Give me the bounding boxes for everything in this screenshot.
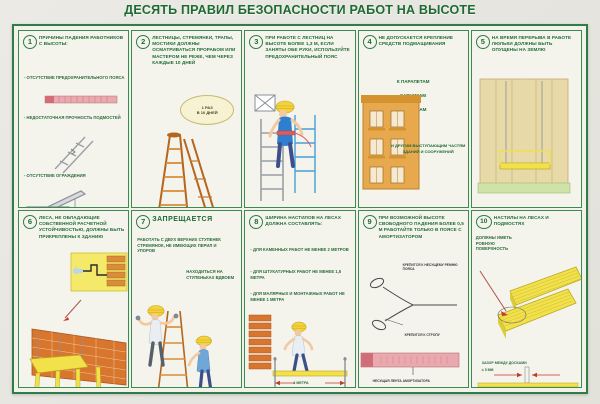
panel-4-footer: И ДРУГИМ ВЫСТУПАЮЩИМ ЧАСТЯМ ЗДАНИЙ И СОО… bbox=[391, 143, 466, 154]
panel-1-bullet-2: - НЕДОСТАТОЧНАЯ ПРОЧНОСТЬ ПОДМОСТЕЙ bbox=[24, 115, 121, 120]
broken-scaffold-icon bbox=[54, 136, 94, 174]
deck-boards-icon bbox=[479, 266, 581, 339]
panel-number-1: 1 bbox=[23, 35, 37, 49]
stepladder-icon bbox=[158, 132, 215, 207]
panel-8-bullet-3: - ДЛЯ МАЛЯРНЫХ И МОНТАЖНЫХ РАБОТ НЕ МЕНЕ… bbox=[250, 291, 345, 302]
panel-number-4: 4 bbox=[362, 35, 377, 49]
panel-7: 7 ЗАПРЕЩАЕТСЯ РАБОТАТЬ С ДВУХ ВЕРХНИХ СТ… bbox=[131, 210, 243, 388]
panel-9: 9 ПРИ ВОЗМОЖНОЙ ВЫСОТЕ СВОБОДНОГО ПАДЕНИ… bbox=[357, 210, 469, 388]
panel-8-bullet-2: - ДЛЯ ШТУКАТУРНЫХ РАБОТ НЕ МЕНЕЕ 1,5 МЕТ… bbox=[250, 269, 342, 280]
missing-railing-icon bbox=[26, 190, 87, 207]
panel-9-heading: ПРИ ВОЗМОЖНОЙ ВЫСОТЕ СВОБОДНОГО ПАДЕНИЯ … bbox=[378, 215, 464, 239]
inspection-frequency-callout: 1 РАЗ В 10 ДНЕЙ bbox=[180, 95, 235, 125]
callout-line-2: В 10 ДНЕЙ bbox=[196, 110, 218, 115]
panel-9-label-1: КРЕПИТСЯ К НЕСУЩЕМУ РЕМНЮ ПОЯСА bbox=[402, 263, 458, 272]
safety-belt-icon bbox=[44, 95, 118, 104]
panel-7-bullet-2: НАХОДИТЬСЯ НА СТУПЕНЬКАХ ВДВОЕМ bbox=[186, 269, 235, 280]
panel-number-2: 2 bbox=[136, 35, 151, 49]
panel-4-item-1: К ПАРАПЕТАМ bbox=[396, 79, 430, 84]
panel-number-9: 9 bbox=[362, 215, 377, 229]
panel-8: 8 ШИРИНА НАСТИЛОВ НА ЛЕСАХ ДОЛЖНА СОСТАВ… bbox=[244, 210, 356, 388]
worker-on-ladder-icon bbox=[254, 94, 317, 201]
board-gap-detail-icon bbox=[477, 366, 579, 387]
scaffold-brick-wall-icon bbox=[29, 328, 127, 387]
anchor-detail-icon bbox=[70, 252, 128, 292]
page-title: ДЕСЯТЬ ПРАВИЛ БЕЗОПАСНОСТИ РАБОТ НА ВЫСО… bbox=[124, 3, 476, 17]
panel-1: 1 ПРИЧИНЫ ПАДЕНИЯ РАБОТНИКОВ С ВЫСОТЫ: -… bbox=[18, 30, 130, 208]
panel-10-heading: НАСТИЛЫ НА ЛЕСАХ И ПОДМОСТЯХ bbox=[493, 215, 549, 227]
panel-4: 4 НЕ ДОПУСКАЕТСЯ КРЕПЛЕНИЕ СРЕДСТВ ПОДМА… bbox=[357, 30, 469, 208]
panel-10-subheading: ДОЛЖНЫ ИМЕТЬ РОВНУЮ ПОВЕРХНОСТЬ bbox=[475, 235, 512, 252]
panel-1-bullet-3: - ОТСУТСТВИЕ ОГРАЖДЕНИЯ bbox=[24, 173, 86, 178]
panel-number-6: 6 bbox=[23, 215, 37, 229]
panel-3: 3 ПРИ РАБОТЕ С ЛЕСТНИЦ НА ВЫСОТЕ БОЛЕЕ 1… bbox=[244, 30, 356, 208]
two-workers-stepladder-icon bbox=[135, 305, 213, 387]
shock-absorber-webbing-icon bbox=[360, 352, 459, 375]
panel-7-heading: ЗАПРЕЩАЕТСЯ bbox=[152, 216, 213, 223]
panel-1-bullet-1: - ОТСУТСТВИЕ ПРЕДОХРАНИТЕЛЬНОГО ПОЯСА bbox=[24, 75, 125, 80]
pointer-arrow-icon bbox=[63, 299, 82, 321]
panel-5-heading: НА ВРЕМЯ ПЕРЕРЫВА В РАБОТЕ ЛЮЛЬКИ ДОЛЖНЫ… bbox=[491, 35, 572, 53]
cradle-building-icon bbox=[477, 78, 571, 194]
panel-number-3: 3 bbox=[249, 35, 264, 49]
panel-3-heading: ПРИ РАБОТЕ С ЛЕСТНИЦ НА ВЫСОТЕ БОЛЕЕ 1,3… bbox=[265, 35, 350, 59]
panel-2-heading: ЛЕСТНИЦЫ, СТРЕМЯНКИ, ТРАПЫ, МОСТИКИ ДОЛЖ… bbox=[152, 35, 236, 65]
panel-8-bullet-1: - ДЛЯ КАМЕННЫХ РАБОТ НЕ МЕНЕЕ 2 МЕТРОВ bbox=[250, 247, 349, 252]
panel-2: 2 ЛЕСТНИЦЫ, СТРЕМЯНКИ, ТРАПЫ, МОСТИКИ ДО… bbox=[131, 30, 243, 208]
panel-8-dimension-label: 2 метра bbox=[293, 381, 309, 385]
panel-number-5: 5 bbox=[475, 35, 490, 49]
mason-deck-icon bbox=[249, 314, 348, 387]
lanyard-icon bbox=[369, 277, 457, 331]
panel-number-10: 10 bbox=[475, 215, 492, 229]
panel-7-bullet-1: РАБОТАТЬ С ДВУХ ВЕРХНИХ СТУПЕНЕК СТРЕМЯН… bbox=[137, 237, 221, 254]
building-facade-icon bbox=[360, 95, 421, 190]
panel-10-gap-value: ≤ 5 мм bbox=[481, 368, 494, 372]
panel-10: 10 НАСТИЛЫ НА ЛЕСАХ И ПОДМОСТЯХ ДОЛЖНЫ И… bbox=[470, 210, 582, 388]
panel-number-7: 7 bbox=[136, 215, 151, 229]
panel-1-heading: ПРИЧИНЫ ПАДЕНИЯ РАБОТНИКОВ С ВЫСОТЫ: bbox=[39, 35, 124, 47]
panel-number-8: 8 bbox=[249, 215, 264, 229]
panel-4-heading: НЕ ДОПУСКАЕТСЯ КРЕПЛЕНИЕ СРЕДСТВ ПОДМАЩИ… bbox=[378, 35, 454, 47]
panel-9-label-2: КРЕПИТСЯ К СТРОПУ bbox=[404, 333, 440, 337]
panel-9-label-3: НЕСУЩАЯ ЛЕНТА АМОРТИЗАТОРА bbox=[372, 379, 430, 383]
panel-6: 6 ЛЕСА, НЕ ОБЛАДАЮЩИЕ СОБСТВЕННОЙ РАСЧЕТ… bbox=[18, 210, 130, 388]
panel-grid: 1 ПРИЧИНЫ ПАДЕНИЯ РАБОТНИКОВ С ВЫСОТЫ: -… bbox=[17, 29, 583, 389]
panel-8-heading: ШИРИНА НАСТИЛОВ НА ЛЕСАХ ДОЛЖНА СОСТАВЛЯ… bbox=[265, 215, 341, 227]
panel-10-gap-label: ЗАЗОР МЕЖДУ ДОСКАМИ bbox=[481, 361, 527, 365]
poster-frame: 1 ПРИЧИНЫ ПАДЕНИЯ РАБОТНИКОВ С ВЫСОТЫ: -… bbox=[12, 24, 588, 394]
callout-line-1: 1 РАЗ bbox=[201, 104, 213, 110]
panel-6-heading: ЛЕСА, НЕ ОБЛАДАЮЩИЕ СОБСТВЕННОЙ РАСЧЕТНО… bbox=[39, 215, 125, 239]
panel-5: 5 НА ВРЕМЯ ПЕРЕРЫВА В РАБОТЕ ЛЮЛЬКИ ДОЛЖ… bbox=[470, 30, 582, 208]
